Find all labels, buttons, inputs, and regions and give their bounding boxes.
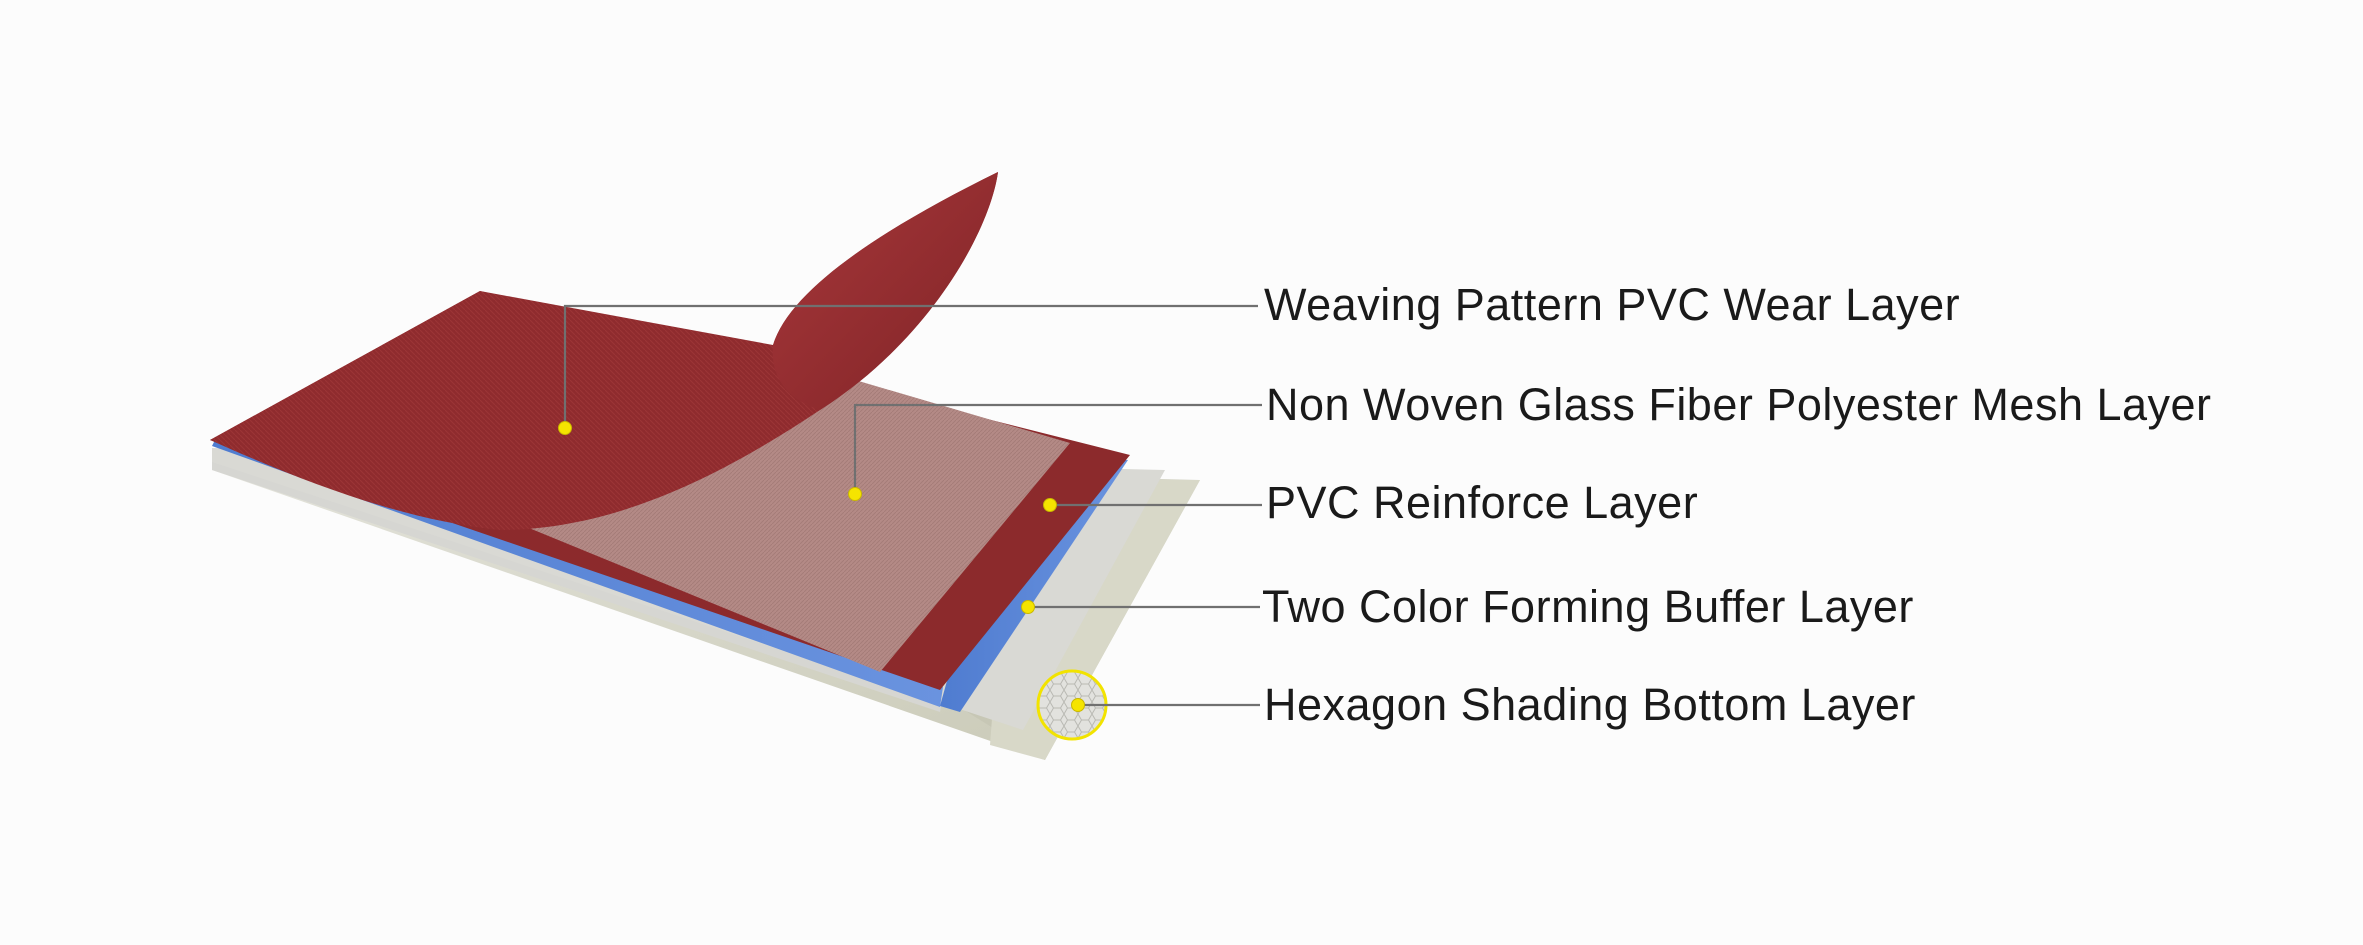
label-buffer-layer: Two Color Forming Buffer Layer (1262, 581, 1914, 632)
label-reinforce-layer: PVC Reinforce Layer (1266, 477, 1698, 528)
yellow-dot-icon (1071, 698, 1085, 712)
yellow-dot-icon (558, 421, 572, 435)
layer-labels: Weaving Pattern PVC Wear Layer Non Woven… (1262, 279, 2212, 730)
markers (558, 421, 1085, 712)
yellow-dot-icon (848, 487, 862, 501)
wear-layer (210, 172, 998, 530)
label-wear-layer: Weaving Pattern PVC Wear Layer (1264, 279, 1960, 330)
leader-lines (563, 304, 1262, 707)
label-mesh-layer: Non Woven Glass Fiber Polyester Mesh Lay… (1266, 379, 2212, 430)
yellow-dot-icon (1043, 498, 1057, 512)
yellow-dot-icon (1021, 600, 1035, 614)
label-bottom-layer: Hexagon Shading Bottom Layer (1264, 679, 1916, 730)
